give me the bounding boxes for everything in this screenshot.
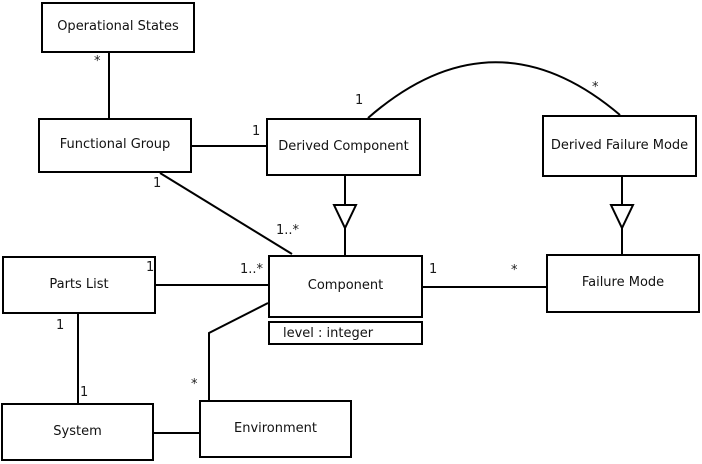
class-label: Environment (233, 420, 317, 436)
edge-derived-component-derived-failure-mode-arc (367, 61, 621, 119)
multiplicity-label: 1 (429, 262, 438, 277)
multiplicity-label: * (191, 377, 198, 392)
multiplicity-label: * (511, 263, 518, 278)
generalization-triangle-icon (332, 204, 358, 231)
class-functional-group[interactable]: Functional Group (38, 118, 192, 173)
class-label: Parts List (49, 276, 109, 292)
class-label: Derived Component (278, 138, 409, 154)
class-operational-states[interactable]: Operational States (41, 2, 195, 53)
multiplicity-label: 1 (56, 318, 65, 333)
class-label: Operational States (57, 19, 179, 35)
multiplicity-label: 1 (80, 385, 89, 400)
edge-functional-group-component (159, 172, 293, 255)
class-label: System (53, 423, 102, 439)
multiplicity-label: 1 (252, 124, 261, 139)
multiplicity-label: 1 (153, 176, 162, 191)
class-label: Failure Mode (581, 275, 665, 291)
class-label: Component (307, 278, 384, 294)
class-environment[interactable]: Environment (199, 400, 352, 458)
attribute-label: level : integer (283, 325, 374, 341)
multiplicity-label: * (592, 80, 599, 95)
class-derived-failure-mode[interactable]: Derived Failure Mode (542, 115, 697, 177)
multiplicity-label: 1..* (240, 262, 264, 277)
generalization-triangle-icon (609, 204, 635, 231)
class-label: Derived Failure Mode (550, 137, 689, 153)
class-parts-list[interactable]: Parts List (2, 256, 156, 314)
multiplicity-label: 1..* (276, 223, 300, 238)
multiplicity-label: * (94, 54, 101, 69)
class-system[interactable]: System (1, 403, 154, 461)
multiplicity-label: 1 (355, 93, 364, 108)
class-derived-component[interactable]: Derived Component (266, 118, 421, 176)
multiplicity-label: 1 (146, 260, 155, 275)
class-component-attributes[interactable]: level : integer (268, 321, 423, 345)
class-label: Functional Group (59, 137, 171, 153)
class-component[interactable]: Component (268, 255, 423, 318)
edge-component-environment (208, 302, 269, 400)
class-failure-mode[interactable]: Failure Mode (546, 254, 700, 313)
